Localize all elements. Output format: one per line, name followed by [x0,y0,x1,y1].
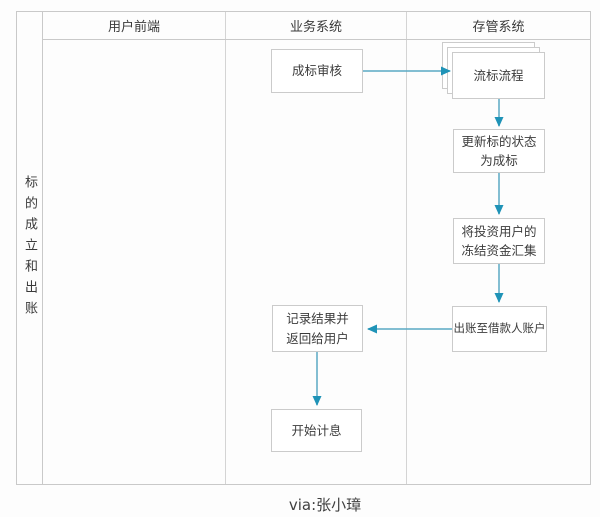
lane-user-frontend [43,40,226,484]
node-settlement-review: 成标审核 [271,49,363,93]
node-failed-bid-process: 流标流程 [452,52,545,99]
swimlane-sidebar: 标的成立和出账 [17,12,43,484]
column-header-user-frontend: 用户前端 [43,12,226,39]
node-record-and-return: 记录结果并 返回给用户 [272,305,363,352]
swimlane-header-row: 用户前端 业务系统 存管系统 [43,12,590,40]
node-pool-frozen-funds: 将投资用户的 冻结资金汇集 [453,218,545,264]
attribution-caption: via:张小璋 [288,496,362,514]
swimlane-body-row [43,40,590,484]
node-update-bid-status: 更新标的状态 为成标 [453,129,545,173]
column-header-business-system: 业务系统 [226,12,407,39]
node-start-interest: 开始计息 [271,409,362,452]
lane-business-system [226,40,407,484]
swimlane-sidebar-label: 标的成立和出账 [22,174,37,322]
swimlane-main: 用户前端 业务系统 存管系统 [43,12,590,484]
node-disburse-to-borrower: 出账至借款人账户 [452,306,547,352]
column-header-depository-system: 存管系统 [472,20,525,35]
